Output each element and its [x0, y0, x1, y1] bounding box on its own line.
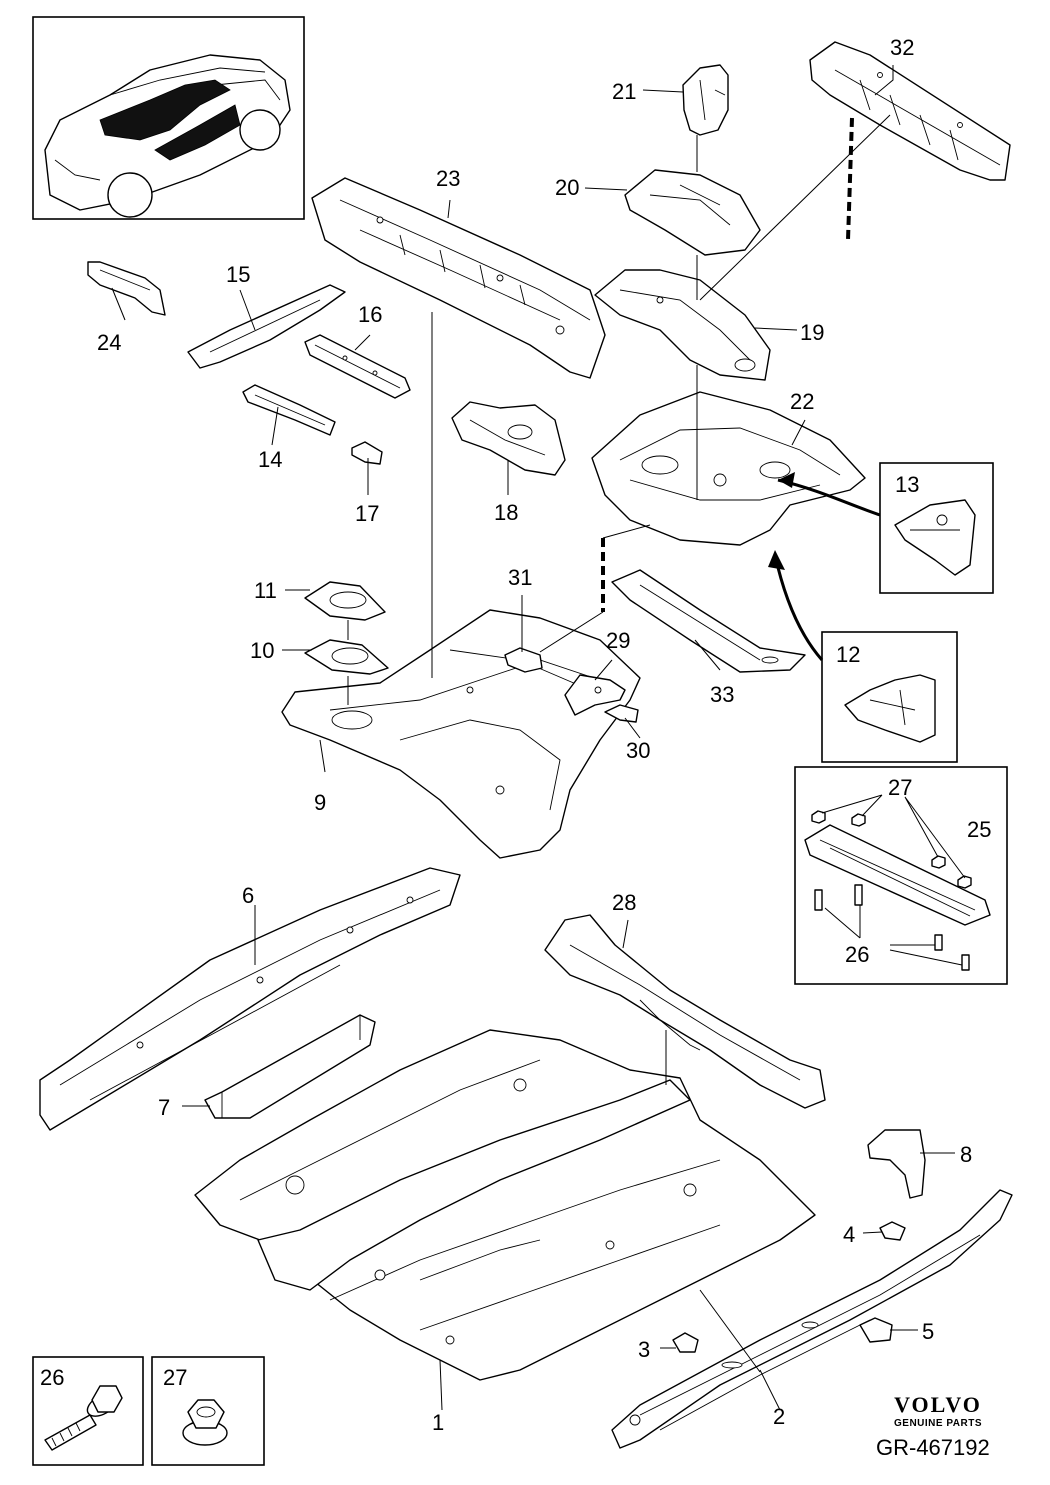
arrow-head-12: [768, 550, 785, 570]
nut-icon: [811, 810, 972, 889]
part-20-panel: [624, 169, 761, 256]
label-13: 13: [895, 472, 919, 497]
part-18-panel: [451, 401, 566, 476]
label-17: 17: [355, 501, 379, 526]
part-7-reinforcement: [204, 1014, 376, 1119]
label-7: 7: [158, 1095, 170, 1120]
brand-logo: VOLVO GENUINE PARTS: [878, 1392, 998, 1429]
brand-tagline: GENUINE PARTS: [894, 1418, 982, 1429]
part-24-bracket: [87, 261, 166, 316]
part-30-clip: [604, 704, 639, 723]
label-19: 19: [800, 320, 824, 345]
part-11-plate: [304, 581, 386, 621]
part-10-plate: [304, 639, 389, 675]
bolt-icon: [814, 884, 970, 971]
label-11: 11: [254, 578, 277, 603]
label-23: 23: [436, 166, 460, 191]
part-2-sill-member: [611, 1189, 1013, 1449]
part-5-clip: [859, 1317, 893, 1343]
part-29-bracket: [564, 674, 626, 716]
part-14-reinforcement: [242, 384, 336, 436]
label-3: 3: [638, 1337, 650, 1362]
label-29: 29: [606, 628, 630, 653]
label-9: 9: [314, 790, 326, 815]
label-16: 16: [358, 302, 382, 327]
label-12: 12: [836, 642, 860, 667]
part-32-rear-crossmember: [809, 41, 1011, 181]
inset-label-27: 27: [163, 1365, 187, 1390]
box-25-26-27: [794, 766, 1008, 985]
leader-lines: [111, 65, 955, 1411]
part-31-bracket: [504, 647, 543, 673]
inset-label-26: 26: [40, 1365, 64, 1390]
part-6-side-member: [39, 867, 461, 1131]
vehicle-overview-inset: [32, 16, 305, 220]
part-1-main-floor: [194, 1029, 816, 1381]
part-4-clip: [879, 1221, 906, 1241]
label-15: 15: [226, 262, 250, 287]
arrow-to-12: [773, 554, 824, 661]
inset-26-bolt-box: [32, 1356, 144, 1466]
bolt-icon: [44, 1385, 123, 1451]
part-16-reinforcement: [304, 334, 411, 399]
part-3-clip: [672, 1332, 699, 1353]
label-22: 22: [790, 389, 814, 414]
label-4: 4: [843, 1222, 855, 1247]
label-14: 14: [258, 447, 282, 472]
box-label-26: 26: [845, 942, 869, 967]
part-19-rear-floor-panel: [594, 269, 771, 381]
label-6: 6: [242, 883, 254, 908]
label-8: 8: [960, 1142, 972, 1167]
part-23-crossmember: [311, 177, 606, 379]
arrow-head-13: [778, 472, 795, 488]
label-24: 24: [97, 330, 121, 355]
label-1: 1: [432, 1410, 444, 1435]
label-32: 32: [890, 35, 914, 60]
part-17-clip: [351, 441, 383, 465]
label-28: 28: [612, 890, 636, 915]
label-5: 5: [922, 1319, 934, 1344]
part-number-labels: 32 21 20 23 15 19 24 16 22 14 13 17 18 3…: [40, 35, 991, 1435]
part-8-bracket: [867, 1129, 926, 1199]
nut-icon: [182, 1399, 228, 1446]
box-label-27: 27: [888, 775, 912, 800]
part-21-bracket: [682, 64, 729, 136]
label-31: 31: [508, 565, 532, 590]
label-18: 18: [494, 500, 518, 525]
part-15-reinforcement: [187, 284, 346, 369]
part-22-spare-wheel-floor: [591, 391, 866, 546]
brand-name: VOLVO: [894, 1392, 982, 1417]
inset-12-box: [821, 631, 958, 763]
inset-13-box: [879, 462, 994, 594]
part-28-tunnel-member: [544, 914, 826, 1109]
label-10: 10: [250, 638, 274, 663]
inset-27-nut-box: [151, 1356, 265, 1466]
part-33-reinforcement: [611, 569, 806, 673]
label-20: 20: [555, 175, 579, 200]
label-30: 30: [626, 738, 650, 763]
reference-number: GR-467192: [876, 1435, 990, 1460]
part-9-rear-floor: [281, 609, 641, 859]
label-2: 2: [773, 1404, 785, 1429]
label-21: 21: [612, 79, 636, 104]
box-label-25: 25: [967, 817, 991, 842]
label-33: 33: [710, 682, 734, 707]
